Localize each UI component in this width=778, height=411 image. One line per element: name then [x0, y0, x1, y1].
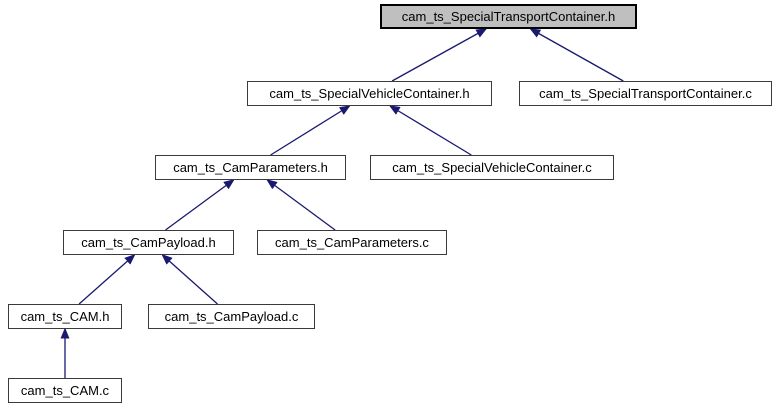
node-label: cam_ts_CAM.c: [20, 383, 110, 398]
node-label: cam_ts_CAM.h: [20, 309, 110, 324]
node-label: cam_ts_SpecialVehicleContainer.c: [392, 160, 592, 175]
graph-node-svc_h[interactable]: cam_ts_SpecialVehicleContainer.h: [247, 81, 492, 106]
graph-node-cpay_h[interactable]: cam_ts_CamPayload.h: [63, 230, 234, 255]
graph-node-stc_c[interactable]: cam_ts_SpecialTransportContainer.c: [519, 81, 772, 106]
graph-node-stc_h[interactable]: cam_ts_SpecialTransportContainer.h: [380, 4, 637, 29]
graph-node-cpar_h[interactable]: cam_ts_CamParameters.h: [155, 155, 346, 180]
graph-node-svc_c[interactable]: cam_ts_SpecialVehicleContainer.c: [370, 155, 614, 180]
node-label: cam_ts_CamParameters.c: [275, 235, 429, 250]
node-label: cam_ts_CamParameters.h: [173, 160, 328, 175]
graph-node-cam_c[interactable]: cam_ts_CAM.c: [8, 378, 122, 403]
node-label: cam_ts_CamPayload.c: [164, 309, 299, 324]
node-label: cam_ts_SpecialTransportContainer.c: [539, 86, 752, 101]
node-label: cam_ts_SpecialTransportContainer.h: [401, 9, 616, 24]
node-label: cam_ts_CamPayload.h: [81, 235, 216, 250]
graph-node-cpar_c[interactable]: cam_ts_CamParameters.c: [257, 230, 447, 255]
graph-node-cpay_c[interactable]: cam_ts_CamPayload.c: [148, 304, 315, 329]
node-label: cam_ts_SpecialVehicleContainer.h: [269, 86, 470, 101]
graph-node-cam_h[interactable]: cam_ts_CAM.h: [8, 304, 122, 329]
